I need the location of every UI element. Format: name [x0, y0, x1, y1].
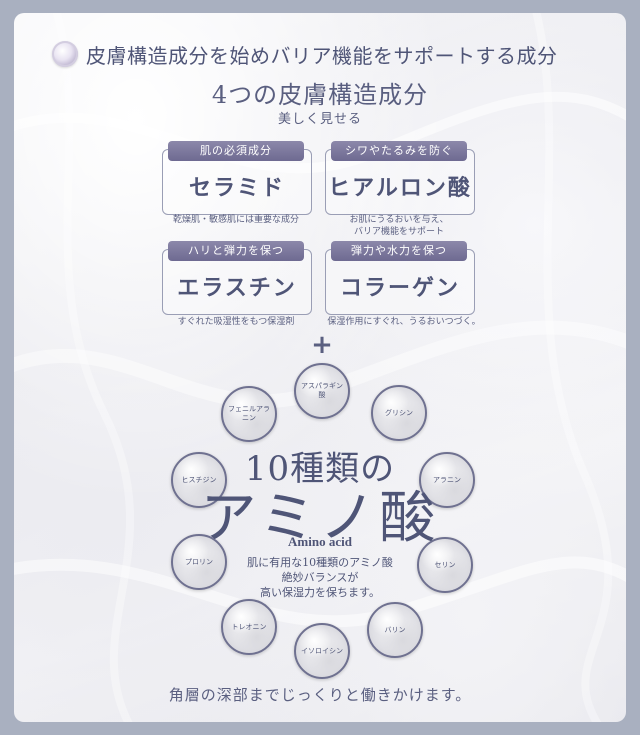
footer-text: 角層の深部までじっくりと働きかけます。: [168, 686, 472, 704]
ingredient-desc: 保湿作用にすぐれ、うるおいつづく。: [327, 317, 481, 327]
amino-acid-glycine: グリシン: [371, 385, 427, 441]
amino-acid-aspartic-acid: アスパラギン酸: [294, 363, 350, 419]
ingredient-collagen: 弾力や水力を保つ コラーゲン: [325, 241, 475, 315]
amino-acid-histidine: ヒスチジン: [171, 452, 227, 508]
page-header: 皮膚構造成分を始めバリア機能をサポートする成分: [14, 39, 626, 69]
ingredient-name: セラミド: [188, 175, 285, 201]
ingredient-ceramide: 肌の必須成分 セラミド: [162, 141, 312, 215]
ingredient-name: エラスチン: [177, 275, 297, 301]
ingredient-desc: お肌にうるおいを与え、 バリア機能をサポート: [349, 215, 449, 237]
amino-english-label: Amino acid: [288, 534, 352, 549]
ingredient-desc: 乾燥肌・敏感肌には重要な成分: [172, 215, 299, 225]
amino-acid-threonine: トレオニン: [221, 599, 277, 655]
ingredient-desc: すぐれた吸湿性をもつ保湿剤: [177, 317, 295, 327]
content-card: 皮膚構造成分を始めバリア機能をサポートする成分 4つの皮膚構造成分 美しく見せる…: [14, 13, 626, 722]
ingredient-tab: 肌の必須成分: [168, 141, 304, 161]
ingredient-tab: シワやたるみを防ぐ: [331, 141, 467, 161]
pearl-icon: [52, 41, 78, 67]
ingredient-name: ヒアルロン酸: [328, 175, 472, 201]
ingredient-tab: 弾力や水力を保つ: [331, 241, 467, 261]
ingredient-name: コラーゲン: [339, 275, 460, 301]
amino-acid-proline: プロリン: [171, 534, 227, 590]
ingredient-elastin: ハリと弾力を保つ エラスチン: [162, 241, 312, 315]
section-subtitle: 美しく見せる: [277, 112, 362, 127]
ingredient-tab: ハリと弾力を保つ: [168, 241, 304, 261]
amino-acid-serine: セリン: [417, 537, 473, 593]
amino-acid-valine: バリン: [367, 602, 423, 658]
amino-acid-phenylalanine: フェニルアラニン: [221, 386, 277, 442]
amino-acid-isoleucine: イソロイシン: [294, 623, 350, 679]
amino-main-title: アミノ酸: [200, 486, 440, 551]
amino-lead-text: 10種類の: [244, 449, 396, 489]
amino-acid-alanine: アラニン: [419, 452, 475, 508]
section-title: 4つの皮膚構造成分: [211, 81, 429, 109]
ingredient-hyaluronic-acid: シワやたるみを防ぐ ヒアルロン酸: [325, 141, 475, 215]
amino-description: 肌に有用な10種類のアミノ酸 絶妙バランスが 高い保湿力を保ちます。: [247, 556, 393, 599]
plus-icon: +: [311, 330, 333, 360]
page-title: 皮膚構造成分を始めバリア機能をサポートする成分: [86, 44, 558, 68]
